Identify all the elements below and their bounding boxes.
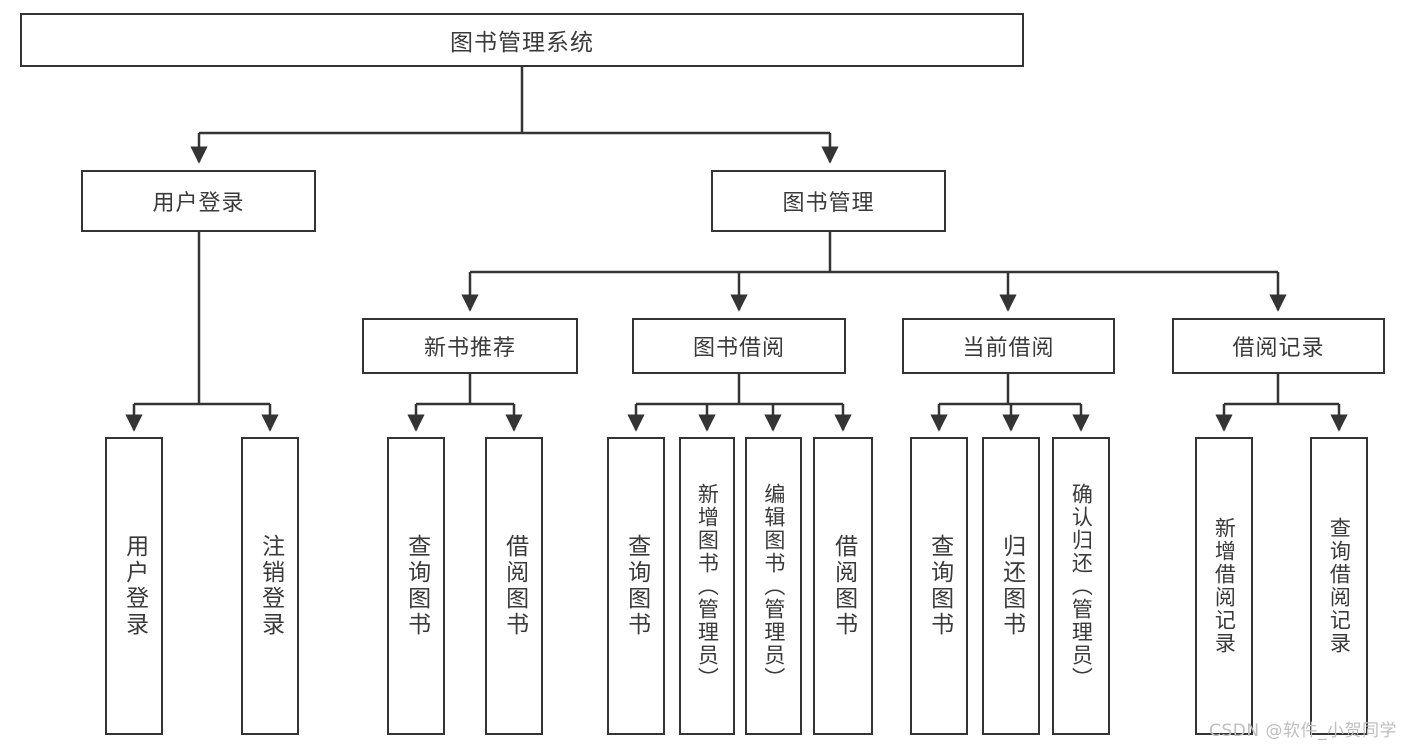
node-label: 图书管理 [782,191,875,216]
leaf-logout[interactable]: 注销登录 [241,437,299,735]
node-current-borrow[interactable]: 当前借阅 [902,318,1115,374]
node-label: 用户登录 [121,534,148,638]
node-label: 确认归还（管理员） [1069,482,1094,690]
node-label: 查询图书 [623,534,650,638]
node-label: 借阅图书 [830,534,857,638]
node-label: 查询图书 [926,534,953,638]
leaf-borrow-book-recommend[interactable]: 借阅图书 [485,437,543,735]
node-label: 查询图书 [403,534,430,638]
node-label: 借阅记录 [1232,336,1325,361]
node-label: 编辑图书（管理员） [761,482,786,690]
leaf-query-borrow-record[interactable]: 查询借阅记录 [1310,437,1368,735]
watermark: CSDN @软件_小贺同学 [1209,721,1397,741]
leaf-user-login[interactable]: 用户登录 [105,437,163,735]
node-label: 用户登录 [152,191,245,216]
node-label: 当前借阅 [962,336,1055,361]
leaf-query-book-recommend[interactable]: 查询图书 [387,437,445,735]
node-label: 注销登录 [257,534,284,638]
node-new-book-recommend[interactable]: 新书推荐 [362,318,578,374]
node-label: 图书借阅 [692,336,785,361]
leaf-return-book[interactable]: 归还图书 [982,437,1040,735]
node-label: 借阅图书 [501,534,528,638]
node-label: 新增借阅记录 [1212,517,1237,655]
leaf-edit-book-admin[interactable]: 编辑图书（管理员） [745,437,802,735]
leaf-add-borrow-record[interactable]: 新增借阅记录 [1195,437,1253,735]
node-borrow-record[interactable]: 借阅记录 [1172,318,1385,374]
leaf-borrow-book[interactable]: 借阅图书 [813,437,873,735]
node-label: 新增图书（管理员） [695,482,720,690]
node-user-login[interactable]: 用户登录 [81,170,316,232]
node-book-borrow[interactable]: 图书借阅 [632,318,846,374]
node-book-management-system[interactable]: 图书管理系统 [20,13,1024,67]
leaf-add-book-admin[interactable]: 新增图书（管理员） [679,437,735,735]
node-label: 归还图书 [998,534,1025,638]
node-label: 查询借阅记录 [1327,517,1352,655]
node-label: 图书管理系统 [450,30,594,56]
leaf-confirm-return-admin[interactable]: 确认归还（管理员） [1052,437,1110,735]
leaf-query-book-borrow[interactable]: 查询图书 [607,437,665,735]
leaf-query-book-current[interactable]: 查询图书 [910,437,968,735]
node-book-management[interactable]: 图书管理 [711,170,946,232]
node-label: 新书推荐 [423,336,516,361]
